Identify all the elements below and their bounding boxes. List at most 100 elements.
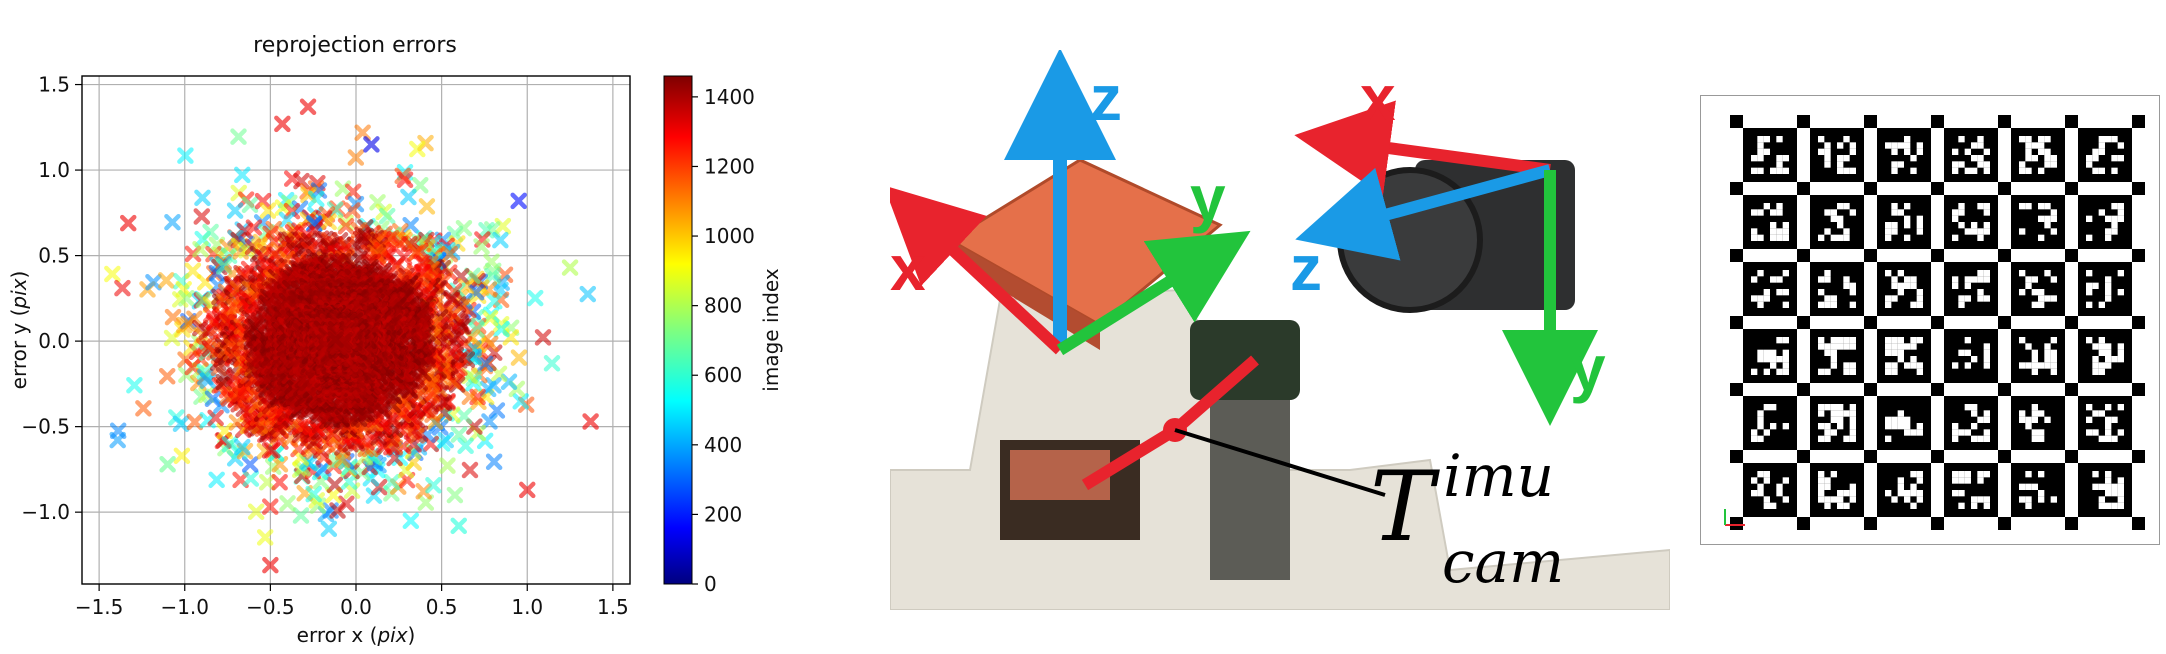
- april-tag-bit: [2086, 416, 2093, 423]
- april-tag-bit: [2098, 410, 2105, 417]
- april-tag-bit: [2111, 167, 2118, 174]
- scatter-point: [226, 202, 244, 219]
- x-tick-label: −1.0: [160, 595, 209, 619]
- y-tick-label: 0.5: [38, 244, 70, 268]
- april-tag-bit: [1958, 136, 1965, 143]
- april-tag-bit: [2019, 167, 2026, 174]
- april-tag-bit: [1757, 148, 1764, 155]
- scatter-point: [478, 222, 495, 239]
- april-tag-bit: [1843, 343, 1850, 350]
- corner-square: [2065, 316, 2078, 329]
- scatter-point: [177, 147, 194, 164]
- x-tick-label: 1.0: [511, 595, 543, 619]
- april-tag-bit: [1891, 222, 1898, 229]
- scatter-point: [145, 273, 162, 291]
- april-tag-bit: [2111, 502, 2118, 509]
- april-tag-bit: [2092, 368, 2099, 375]
- april-tag-bit: [1983, 228, 1990, 235]
- april-tag-bit: [1770, 349, 1777, 356]
- scatter-point: [455, 219, 473, 237]
- april-tag-bit: [1916, 429, 1923, 436]
- corner-square: [2065, 517, 2078, 530]
- april-tag-bit: [1904, 276, 1911, 283]
- april-tag-bit: [1849, 167, 1856, 174]
- april-tag-bit: [1916, 477, 1923, 484]
- april-tag-bit: [2111, 356, 2118, 363]
- april-tag-bit: [1904, 203, 1911, 210]
- corner-square: [1864, 517, 1877, 530]
- corner-square: [2132, 115, 2145, 128]
- april-tag-bit: [1843, 167, 1850, 174]
- scatter-point: [256, 529, 274, 546]
- corner-square: [1730, 182, 1743, 195]
- april-tag-bit: [1885, 295, 1892, 302]
- april-tag-bit: [2050, 362, 2057, 369]
- april-tag-bit: [1751, 435, 1758, 442]
- april-tag-bit: [2019, 362, 2026, 369]
- x-tick-label: 0.5: [426, 595, 458, 619]
- april-tag-bit: [1776, 368, 1783, 375]
- april-tag-bit: [1964, 404, 1971, 411]
- april-tag-bit: [1751, 155, 1758, 162]
- april-tag-bit: [2038, 410, 2045, 417]
- april-tag-bit: [1782, 362, 1789, 369]
- april-tag-bit: [1904, 416, 1911, 423]
- scatter-point: [186, 413, 204, 431]
- april-tag-bit: [2098, 142, 2105, 149]
- april-tag-bit: [1830, 343, 1837, 350]
- scatter-point: [510, 349, 528, 366]
- april-tag-bit: [1818, 368, 1825, 375]
- april-tag-bit: [1782, 349, 1789, 356]
- scatter-point: [295, 417, 313, 434]
- scatter-point: [425, 477, 442, 494]
- april-tag-bit: [1977, 203, 1984, 210]
- april-tag-bit: [1977, 270, 1984, 277]
- corner-square: [1864, 182, 1877, 195]
- scatter-point: [159, 456, 176, 473]
- april-tag-bit: [1897, 270, 1904, 277]
- april-tag-bit: [1757, 155, 1764, 162]
- april-tag-bit: [1885, 362, 1892, 369]
- corner-square: [1797, 450, 1810, 463]
- april-tag-bit: [1837, 155, 1844, 162]
- april-tag-bit: [2025, 362, 2032, 369]
- april-tag-bit: [1770, 356, 1777, 363]
- april-tag-bit: [1971, 167, 1978, 174]
- april-tag-bit: [2044, 270, 2051, 277]
- april-tag-bit: [1904, 234, 1911, 241]
- april-tag-bit: [2105, 429, 2112, 436]
- scatter-point: [461, 388, 479, 405]
- april-tag-bit: [1782, 301, 1789, 308]
- april-tag-bit: [1910, 502, 1917, 509]
- april-tag-bit: [2086, 161, 2093, 168]
- april-tag-bit: [1971, 142, 1978, 149]
- april-tag-bit: [2105, 234, 2112, 241]
- april-tag-bit: [2031, 410, 2038, 417]
- scatter-point: [543, 355, 561, 372]
- april-tag-bit: [1904, 362, 1911, 369]
- april-tag-bit: [1977, 289, 1984, 296]
- april-tag-bit: [2044, 295, 2051, 302]
- april-tag-bit: [1830, 410, 1837, 417]
- april-tag-bit: [1843, 490, 1850, 497]
- april-tag-bit: [2031, 483, 2038, 490]
- scatter-point: [184, 262, 202, 279]
- scatter-point: [274, 115, 291, 133]
- april-tag-bit: [2019, 289, 2026, 296]
- april-tag-bit: [1897, 209, 1904, 216]
- april-tag-bit: [1910, 471, 1917, 478]
- april-tag-bit: [1751, 167, 1758, 174]
- april-tag-bit: [1776, 356, 1783, 363]
- scatter-point: [337, 218, 355, 235]
- april-tag-bit: [2019, 337, 2026, 344]
- colorbar-tick-label: 0: [704, 572, 717, 596]
- april-tag-bit: [2105, 423, 2112, 430]
- april-tag-bit: [1837, 423, 1844, 430]
- april-tag-bit: [1824, 349, 1831, 356]
- corner-square: [2065, 249, 2078, 262]
- april-tag-bit: [1763, 429, 1770, 436]
- april-tag-bit: [1818, 289, 1825, 296]
- april-tag-bit: [1830, 416, 1837, 423]
- april-tag-bit: [1891, 423, 1898, 430]
- april-tag-bit: [1916, 215, 1923, 222]
